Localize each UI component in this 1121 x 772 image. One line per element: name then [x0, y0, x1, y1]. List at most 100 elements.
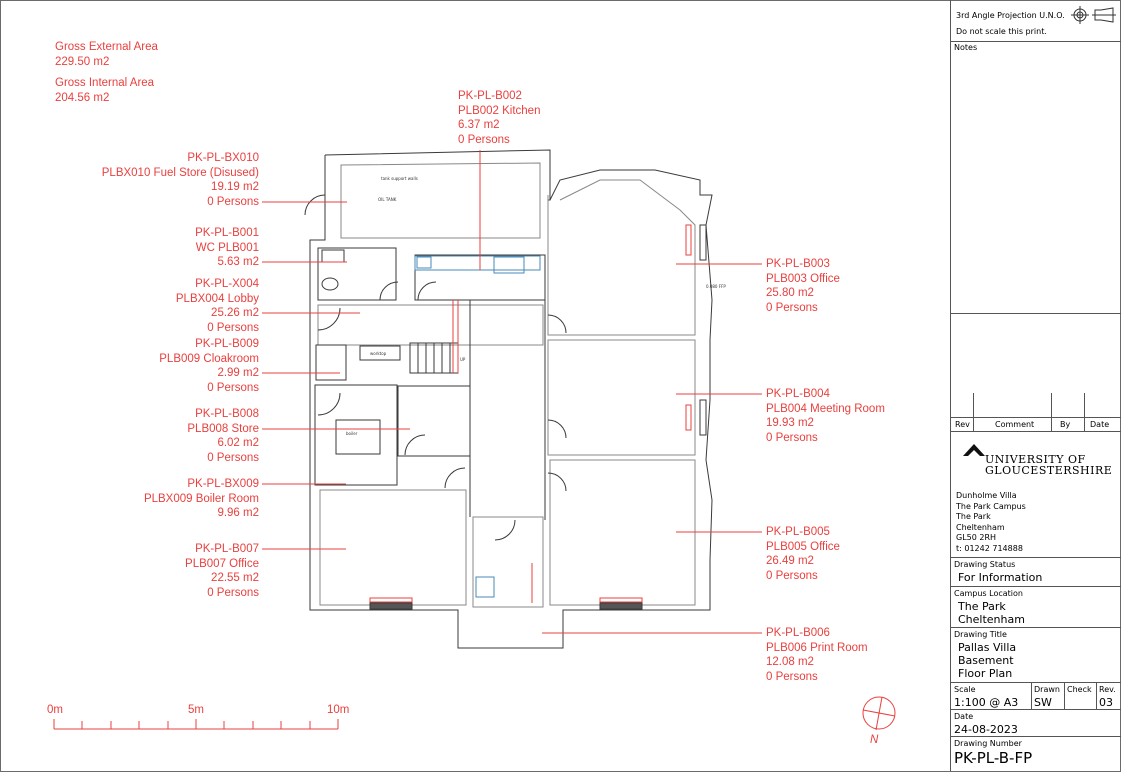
address-line: t: 01242 714888 [956, 543, 1023, 553]
room-area: 2.99 m2 [217, 367, 259, 379]
office-b005 [549, 459, 696, 606]
room-name: PLBX009 Boiler Room [143, 492, 259, 505]
drawing-number-cell: Drawing Number PK-PL-B-FP [951, 737, 1121, 771]
radiator [369, 597, 413, 603]
drawing-number-value: PK-PL-B-FP [954, 749, 1033, 767]
fuel-store-outline [340, 162, 541, 239]
north-arrow-icon [862, 696, 896, 731]
room-area: 25.80 m2 [766, 287, 814, 299]
room-code: PK-PL-B007 [195, 543, 259, 555]
worktop-note: worktop [370, 351, 387, 356]
room-persons: 0 Persons [207, 195, 259, 208]
room-label-b005: PK-PL-B005 PLB005 Office 26.49 m2 0 Pers… [766, 525, 840, 583]
rev-label: Rev. [1099, 685, 1116, 694]
door-arc [547, 314, 567, 334]
notes-label: Notes [954, 43, 978, 52]
campus-line: Cheltenham [958, 613, 1025, 626]
university-cell: UNIVERSITY OF GLOUCESTERSHIRE Dunholme V… [951, 432, 1121, 558]
wc-toilet [321, 277, 339, 291]
store-room [314, 384, 398, 486]
room-label-bx009: PK-PL-BX009 PLBX009 Boiler Room 9.96 m2 [144, 477, 259, 521]
window [699, 399, 707, 436]
fixtures [414, 255, 541, 598]
drawing-title-label: Drawing Title [954, 630, 1007, 639]
room-persons: 0 Persons [207, 586, 259, 599]
drawn-label: Drawn [1034, 685, 1060, 694]
campus-location-label: Campus Location [954, 589, 1023, 598]
room-code: PK-PL-B003 [766, 258, 830, 270]
cell-divider [1064, 683, 1065, 709]
room-name: PLB006 Print Room [766, 641, 868, 654]
scale-label: Scale [954, 685, 976, 694]
room-label-b004: PK-PL-B004 PLB004 Meeting Room 19.93 m2 … [766, 387, 885, 445]
room-code: PK-PL-X004 [195, 278, 259, 290]
scale-label-10: 10m [327, 704, 350, 716]
room-code: PK-PL-BX010 [187, 152, 259, 164]
room-area: 6.37 m2 [458, 119, 500, 131]
drawing-status-value: For Information [958, 571, 1043, 584]
door-arc [317, 307, 341, 331]
room-label-b002: PK-PL-B002 PLB002 Kitchen 6.37 m2 0 Pers… [458, 89, 540, 147]
room-label-b008: PK-PL-B008 PLB008 Store 6.02 m2 0 Person… [187, 407, 259, 465]
wall-outer [309, 155, 713, 649]
address-line: GL50 2RH [956, 533, 997, 542]
cell-divider [1031, 683, 1032, 709]
tank-support-note: tank support walls [381, 176, 418, 181]
room-code: PK-PL-B006 [766, 627, 830, 639]
title-line: Basement [958, 654, 1014, 667]
walls [304, 149, 713, 649]
date-cell: Date 24-08-2023 [951, 710, 1121, 737]
room-name: PLB004 Meeting Room [766, 402, 885, 415]
room-code: PK-PL-B005 [766, 526, 830, 538]
lobby [317, 304, 544, 346]
drawn-value: SW [1034, 696, 1052, 709]
room-code: PK-PL-B002 [458, 90, 522, 102]
university-name-line2: GLOUCESTERSHIRE [985, 464, 1113, 477]
drawing-title-cell: Drawing Title Pallas Villa Basement Floo… [951, 628, 1121, 683]
room-code: PK-PL-BX009 [187, 478, 259, 490]
rev-header-row: Rev Comment By Date [951, 418, 1121, 432]
meeting-room-b004 [547, 339, 696, 456]
room-code: PK-PL-B008 [195, 408, 259, 420]
room-area: 22.55 m2 [211, 572, 259, 584]
room-label-bx010: PK-PL-BX010 PLBX010 Fuel Store (Disused)… [102, 151, 259, 209]
store-room-2 [397, 385, 471, 457]
print-room [472, 516, 544, 608]
room-persons: 0 Persons [207, 451, 259, 464]
projection-cell: 3rd Angle Projection U.N.O. Do not scale… [951, 0, 1121, 42]
rev-divider [1084, 393, 1085, 431]
radiator [685, 224, 692, 256]
room-area: 25.26 m2 [211, 307, 259, 319]
oil-tank-note: OIL TANK [378, 197, 397, 202]
notes-cell: Notes [951, 42, 1121, 314]
room-persons: 0 Persons [766, 569, 818, 582]
room-name: PLB008 Store [187, 422, 259, 435]
campus-line: The Park [958, 600, 1006, 613]
room-area: 5.63 m2 [217, 256, 259, 268]
scale-value: 1:100 @ A3 [954, 696, 1019, 709]
radiator [685, 404, 692, 431]
kitchen-counter [414, 255, 541, 271]
room-area: 26.49 m2 [766, 555, 814, 567]
stairs-up-note: UP [460, 357, 466, 362]
door-arc [417, 281, 437, 301]
scale-row: Scale 1:100 @ A3 Drawn SW Check Rev. 03 [951, 683, 1121, 710]
by-header: By [1060, 420, 1071, 429]
title-line: Pallas Villa [958, 641, 1017, 654]
campus-location-cell: Campus Location The Park Cheltenham [951, 587, 1121, 628]
university-name-line1: UNIVERSITY OF [985, 453, 1086, 466]
room-code: PK-PL-B001 [195, 227, 259, 239]
rev-divider [973, 393, 974, 431]
university-logo-icon [963, 444, 985, 456]
door-arc [379, 281, 399, 301]
room-name: PLBX010 Fuel Store (Disused) [101, 166, 259, 179]
projection-text: 3rd Angle Projection U.N.O. [956, 11, 1065, 20]
window [699, 224, 707, 261]
room-label-b007: PK-PL-B007 PLB007 Office 22.55 m2 0 Pers… [185, 542, 259, 600]
gross-internal-value: 204.56 m2 [55, 91, 110, 104]
radiator [599, 597, 643, 603]
boiler [335, 419, 381, 455]
room-name: PLB003 Office [766, 272, 840, 285]
wc-basin [321, 249, 345, 263]
